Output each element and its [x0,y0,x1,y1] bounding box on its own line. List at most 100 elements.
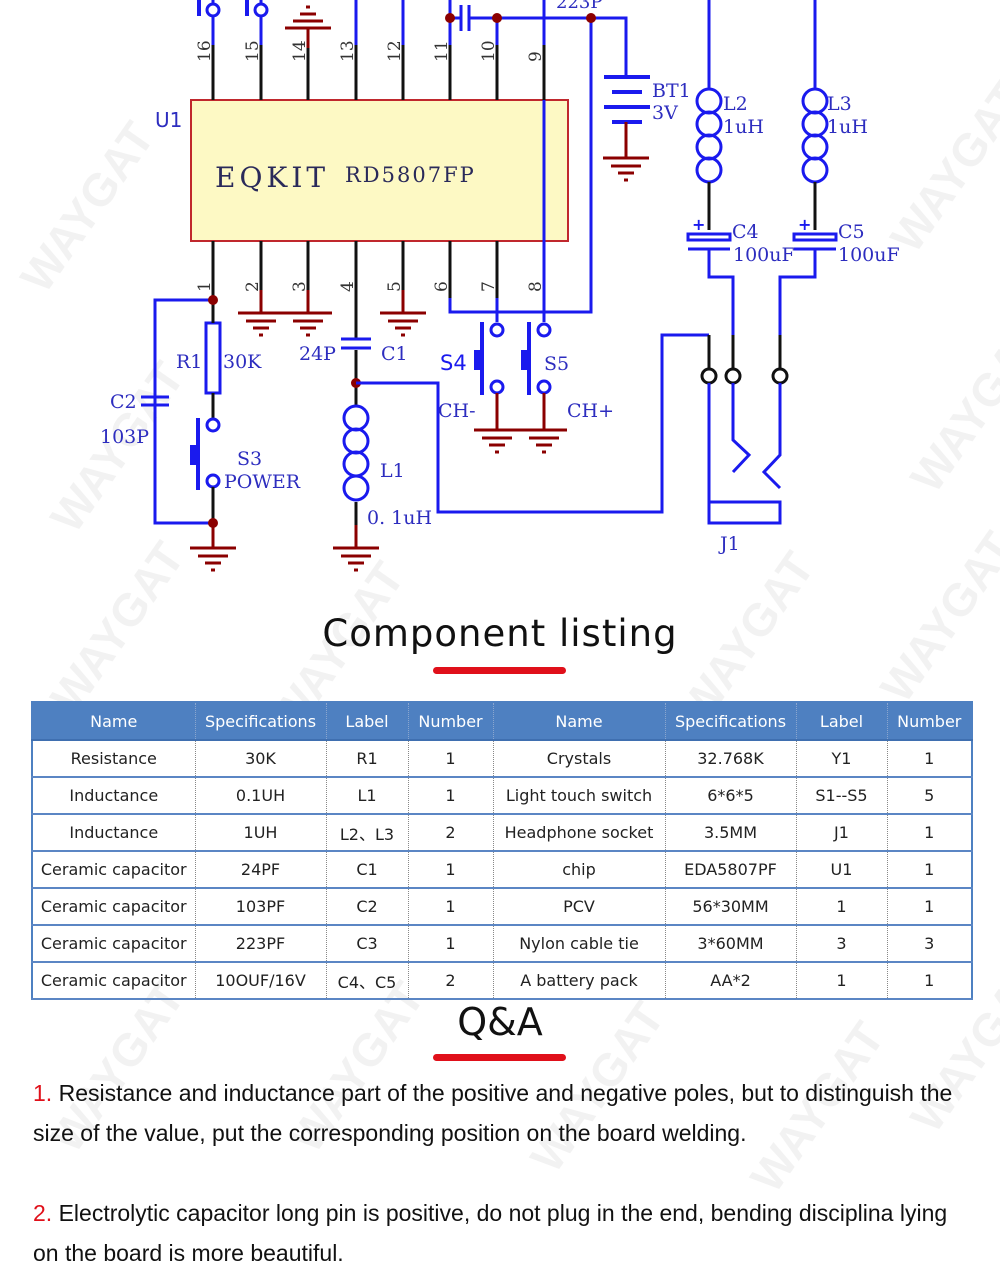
table-cell: 10OUF/16V [195,962,327,1000]
table-cell: 1 [408,925,494,963]
table-cell: 1 [887,851,973,889]
c1-ref: C1 [381,343,408,365]
column-header: Number [887,702,973,741]
r1-value: 30K [223,351,262,373]
bt1-ref: BT1 [652,80,691,102]
pin-number: 13 [338,40,358,62]
table-cell: chip [493,851,666,889]
table-cell: 3*60MM [665,925,797,963]
s5-ref: S5 [544,353,569,375]
table-cell: 1 [796,962,888,1000]
table-cell: PCV [493,888,666,926]
s5-name: CH+ [567,400,614,422]
qa-item-1: 1. Resistance and inductance part of the… [33,1073,978,1153]
table-cell: Ceramic capacitor [32,962,196,1000]
table-cell: 32.768K [665,740,797,778]
table-cell: 0.1UH [195,777,327,815]
column-header: Specifications [195,702,327,741]
table-cell: Light touch switch [493,777,666,815]
qa-item-text: Resistance and inductance part of the po… [33,1080,953,1146]
table-cell: 3.5MM [665,814,797,852]
table-cell: L2、L3 [326,814,409,852]
table-cell: 30K [195,740,327,778]
chip-body [190,99,569,242]
table-cell: Headphone socket [493,814,666,852]
table-cell: 1 [408,851,494,889]
pin-number: 15 [243,40,263,62]
table-cell: A battery pack [493,962,666,1000]
table-cell: 5 [887,777,973,815]
l1-ref: L1 [380,460,405,482]
pin-number: 12 [385,40,405,62]
r1-ref: R1 [176,351,202,373]
qa-item-number: 1. [33,1080,53,1106]
pin-number: 3 [290,281,310,292]
pin-number: 11 [432,40,452,62]
table-cell: Inductance [32,777,196,815]
pin-number: 14 [290,40,310,62]
table-cell: 1 [887,814,973,852]
bt1-value: 3V [652,102,678,124]
table-cell: 2 [408,814,494,852]
table-cell: C3 [326,925,409,963]
table-cell: Resistance [32,740,196,778]
c5-value: 100uF [838,244,900,266]
column-header: Label [326,702,409,741]
column-header: Specifications [665,702,797,741]
table-cell: C1 [326,851,409,889]
title-underline [433,1054,566,1061]
pin-number: 16 [195,40,215,62]
table-cell: EDA5807PF [665,851,797,889]
pin-number: 6 [432,281,452,292]
table-cell: S1--S5 [796,777,888,815]
table-cell: 1 [796,888,888,926]
table-cell: 1 [408,888,494,926]
c4-value: 100uF [733,244,795,266]
c2-value: 103P [100,426,149,448]
chip-brand: EQKIT [215,161,329,194]
table-cell: 1 [887,888,973,926]
table-cell: 24PF [195,851,327,889]
pin-number: 2 [243,281,263,292]
column-header: Name [493,702,666,741]
table-cell: 1 [887,962,973,1000]
j1-ref: J1 [718,533,740,555]
table-cell: AA*2 [665,962,797,1000]
table-cell: 6*6*5 [665,777,797,815]
c5-ref: C5 [838,221,865,243]
svg-text:+: + [798,215,811,234]
s3-name: POWER [224,471,301,493]
l2-ref: L2 [723,93,748,115]
table-cell: 1 [887,740,973,778]
c1-value: 24P [299,343,336,365]
table-cell: C2 [326,888,409,926]
pin-number: 5 [385,281,405,292]
table-cell: 223PF [195,925,327,963]
chip-model: RD5807FP [345,163,476,187]
table-cell: 2 [408,962,494,1000]
table-cell: U1 [796,851,888,889]
s4-name: CH- [438,400,476,422]
qa-item-number: 2. [33,1200,53,1226]
table-cell: L1 [326,777,409,815]
column-header: Number [408,702,494,741]
table-cell: C4、C5 [326,962,409,1000]
table-cell: 3 [796,925,888,963]
s3-ref: S3 [237,448,262,470]
table-cell: 56*30MM [665,888,797,926]
l3-ref: L3 [827,93,852,115]
c3-value: 223P [556,0,602,13]
svg-text:+: + [692,215,705,234]
table-cell: J1 [796,814,888,852]
qa-item-2: 2. Electrolytic capacitor long pin is po… [33,1193,978,1273]
table-cell: Crystals [493,740,666,778]
